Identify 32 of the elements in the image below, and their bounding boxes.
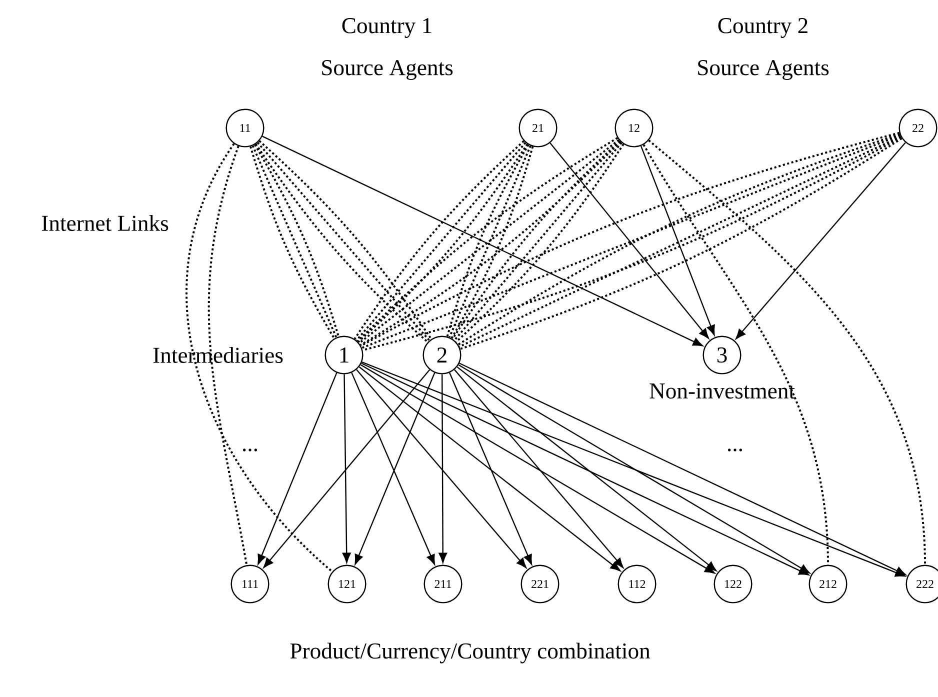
arrow [458,364,810,574]
arrow [550,142,709,339]
arrow [262,136,704,346]
row-label: Internet Links [42,215,168,231]
link-line [208,146,248,566]
ellipsis: ... [728,448,742,452]
arrow [342,374,351,563]
row-label: Intermediaries [153,347,283,363]
heading: Country 1 [342,18,432,38]
axis-caption: Product/Currency/Country combination [290,642,650,664]
arrow [438,374,448,563]
arrow [361,362,810,576]
arrow [360,364,715,574]
arrow [640,146,715,336]
arrow [263,369,430,568]
arrow [449,372,532,565]
link-line [648,140,926,565]
arrow [454,369,624,568]
arrow [362,362,906,577]
arrow [459,362,906,576]
arrow [358,366,621,572]
ellipsis: ... [243,448,258,452]
link-line [186,143,333,572]
heading: Source Agents [698,60,829,80]
arrow [456,366,717,572]
heading: Country 2 [718,18,808,38]
node-caption: Non-investment [650,383,795,399]
link-line [642,144,829,565]
arrow [736,142,906,340]
arrow [356,369,527,568]
arrow [258,372,338,565]
heading: Source Agents [322,60,453,80]
